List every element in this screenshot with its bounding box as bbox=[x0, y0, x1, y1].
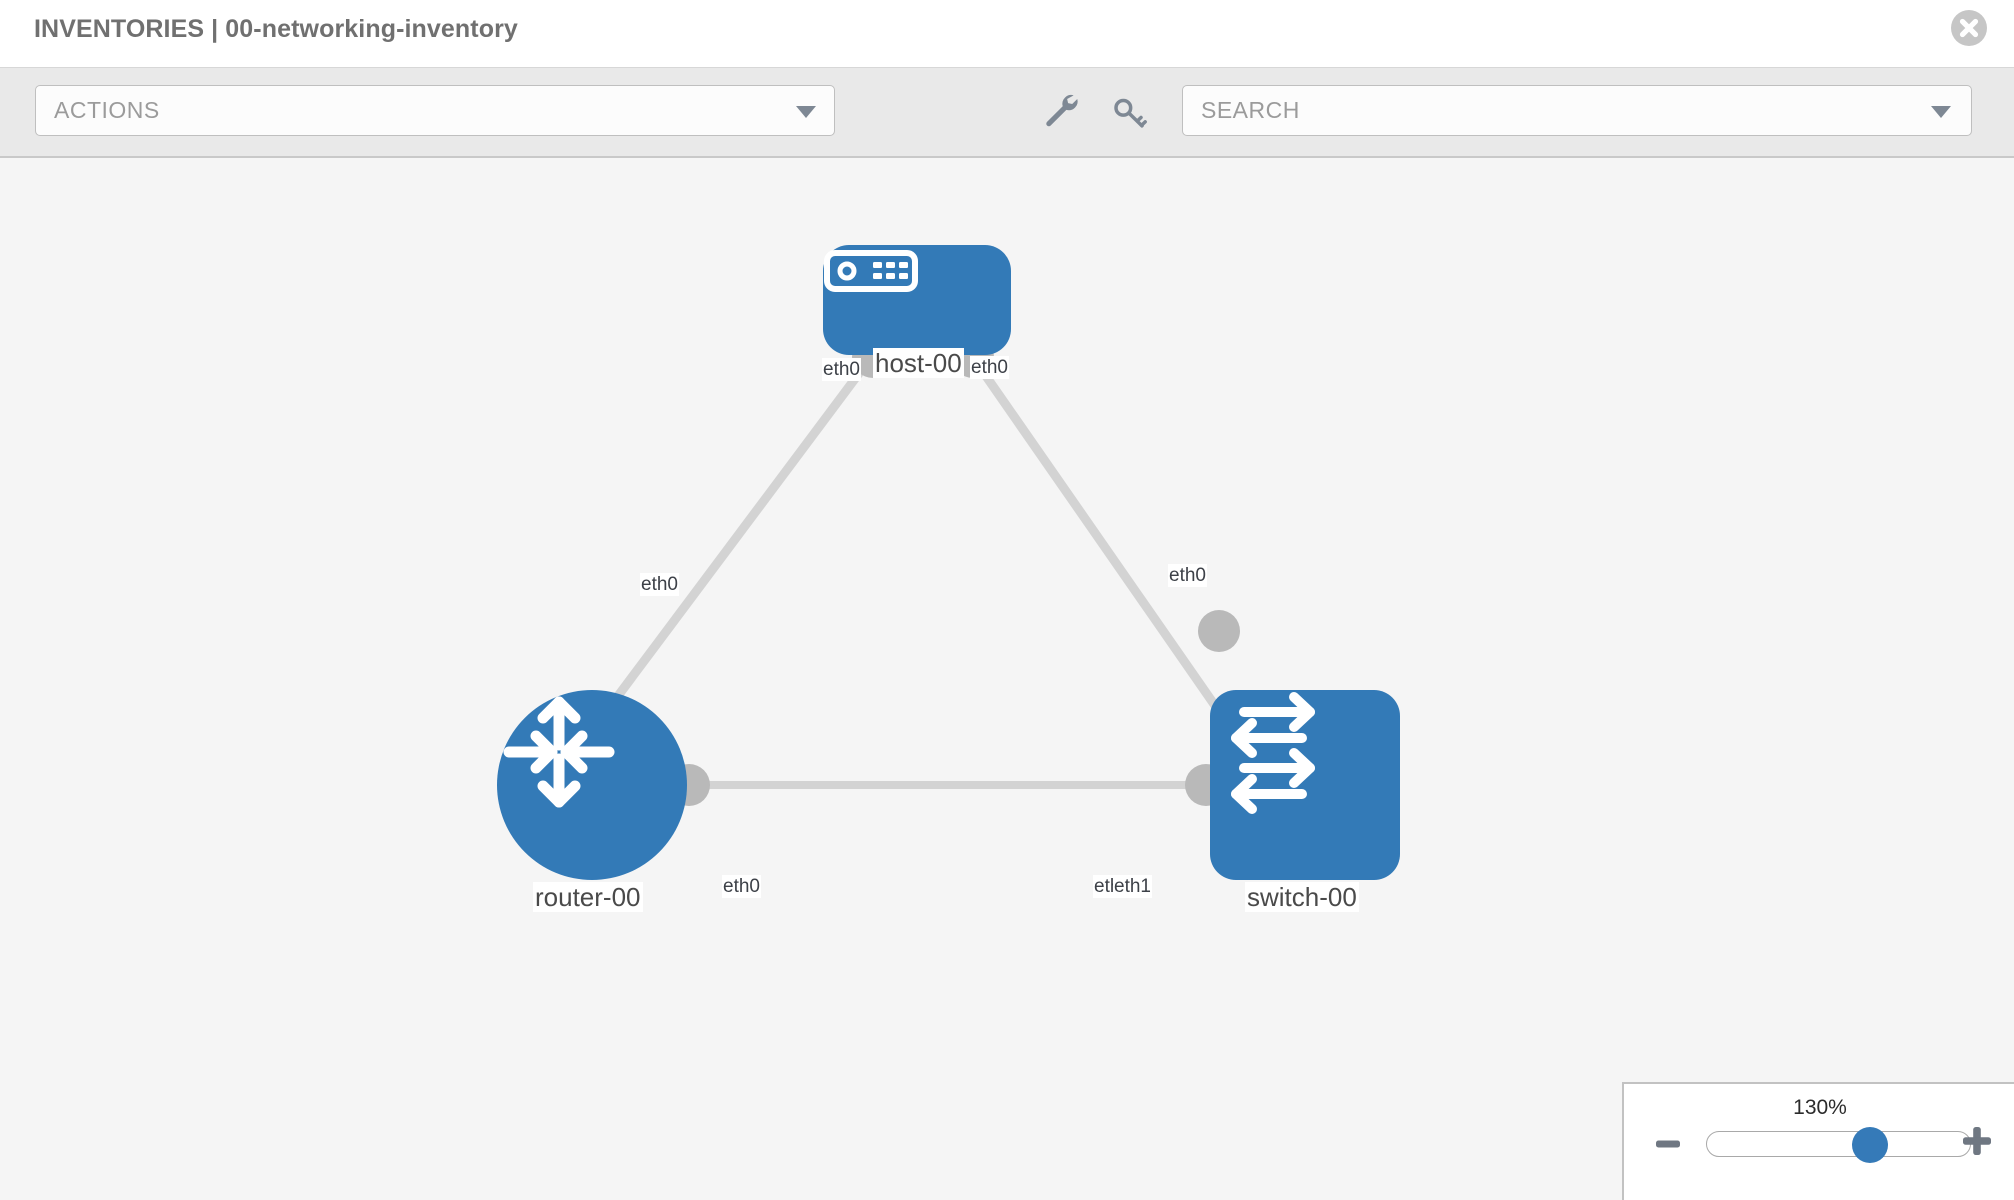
edge-label-router00-eth0: eth0 bbox=[722, 875, 761, 898]
search-input[interactable]: SEARCH bbox=[1182, 85, 1972, 136]
topology-links bbox=[595, 351, 1230, 789]
edge-label-host00-router00: eth0 bbox=[822, 358, 861, 381]
page-header: INVENTORIES | 00-networking-inventory bbox=[0, 0, 2014, 68]
node-label-router-00: router-00 bbox=[533, 882, 643, 912]
switch-icon bbox=[1210, 690, 1400, 880]
zoom-slider[interactable] bbox=[1706, 1127, 1971, 1163]
host-icon bbox=[823, 245, 1011, 355]
node-label-switch-00: switch-00 bbox=[1245, 882, 1359, 912]
edge-label-host00-switch00: eth0 bbox=[970, 356, 1009, 379]
router-icon bbox=[497, 690, 687, 880]
zoom-out-button[interactable] bbox=[1654, 1130, 1682, 1163]
edge-label-switch00-eth1: eth1 bbox=[1113, 875, 1152, 898]
chevron-down-icon[interactable] bbox=[1931, 106, 1951, 118]
actions-dropdown[interactable]: ACTIONS bbox=[35, 85, 835, 136]
zoom-level-label: 130% bbox=[1793, 1096, 1847, 1119]
zoom-control-panel: 130% bbox=[1622, 1082, 2014, 1200]
zoom-in-button[interactable] bbox=[1960, 1124, 1994, 1163]
actions-dropdown-label: ACTIONS bbox=[54, 97, 160, 123]
search-placeholder: SEARCH bbox=[1201, 97, 1300, 123]
edge-label-router00-uplink: eth0 bbox=[640, 573, 679, 596]
key-icon[interactable] bbox=[1110, 92, 1150, 132]
node-label-host-00: host-00 bbox=[873, 348, 964, 378]
chevron-down-icon bbox=[796, 106, 816, 118]
zoom-slider-thumb[interactable] bbox=[1852, 1127, 1888, 1163]
link-host00-switch00 bbox=[967, 351, 1230, 725]
link-host00-router00 bbox=[595, 351, 877, 725]
topology-canvas[interactable]: host-00 bbox=[0, 160, 2014, 1200]
endpoint-switch00-nw[interactable] bbox=[1198, 610, 1240, 652]
page-title: INVENTORIES | 00-networking-inventory bbox=[34, 15, 518, 43]
close-icon[interactable] bbox=[1951, 10, 1987, 46]
wrench-icon[interactable] bbox=[1043, 92, 1083, 132]
edge-label-switch00-uplink: eth0 bbox=[1168, 564, 1207, 587]
